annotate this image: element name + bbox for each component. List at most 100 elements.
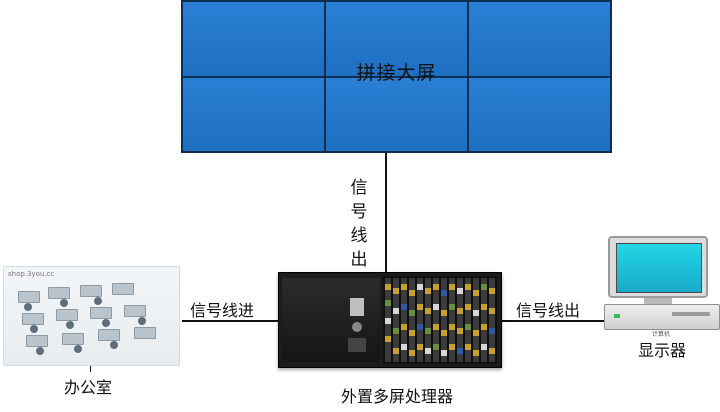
desk [62, 333, 84, 345]
desk [18, 291, 40, 303]
desk [48, 287, 70, 299]
port [401, 284, 407, 290]
port [441, 330, 447, 336]
port [409, 290, 415, 296]
port [385, 284, 391, 290]
io-card [393, 278, 399, 362]
chair [30, 325, 38, 333]
chair [24, 303, 32, 311]
io-card [433, 278, 439, 362]
desk [80, 285, 102, 297]
port [393, 308, 399, 314]
monitor-label: 显示器 [638, 341, 687, 360]
desk [124, 305, 146, 317]
chair [60, 299, 68, 307]
chair [138, 317, 146, 325]
io-card [401, 278, 407, 362]
port [441, 310, 447, 316]
port [465, 344, 471, 350]
port [409, 330, 415, 336]
port [409, 350, 415, 356]
computer-base [604, 304, 720, 330]
io-card [457, 278, 463, 362]
office-image [3, 266, 180, 366]
processor-fan [352, 322, 362, 332]
processor-vent [348, 338, 366, 352]
io-card [465, 278, 471, 362]
port [457, 308, 463, 314]
port [409, 310, 415, 316]
io-card [449, 278, 455, 362]
port [481, 344, 487, 350]
processor-power-module [350, 298, 364, 316]
chair [110, 341, 118, 349]
signal-line-out [500, 320, 604, 322]
desk [56, 309, 78, 321]
port [481, 324, 487, 330]
drive-slot [672, 312, 710, 316]
monitor-caption: 计算机 [652, 331, 671, 338]
port [457, 288, 463, 294]
port [433, 344, 439, 350]
io-card [409, 278, 415, 362]
video-wall-panel [325, 1, 468, 77]
port [481, 304, 487, 310]
port [425, 348, 431, 354]
port [473, 350, 479, 356]
port [473, 290, 479, 296]
desk [90, 307, 112, 319]
port [401, 324, 407, 330]
io-card [473, 278, 479, 362]
port [481, 284, 487, 290]
office-watermark: shop.3you.cc [8, 270, 55, 278]
port [449, 324, 455, 330]
chair [36, 347, 44, 355]
port [473, 330, 479, 336]
signal-line-in [182, 320, 278, 322]
port [489, 348, 495, 354]
signal-out-vertical-label: 信号线出 [350, 178, 368, 270]
port [393, 348, 399, 354]
port [489, 288, 495, 294]
port [449, 344, 455, 350]
monitor-neck [644, 298, 672, 304]
office-label: 办公室 [64, 378, 113, 397]
port [385, 318, 391, 324]
port [489, 308, 495, 314]
io-card [489, 278, 495, 362]
port [465, 304, 471, 310]
desk [134, 327, 156, 339]
io-card [481, 278, 487, 362]
chair [74, 345, 82, 353]
processor-label: 外置多屏处理器 [341, 387, 454, 406]
signal-line-vertical [385, 153, 387, 273]
port [441, 290, 447, 296]
port [393, 328, 399, 334]
port [457, 348, 463, 354]
port [417, 284, 423, 290]
port [433, 324, 439, 330]
port [433, 284, 439, 290]
port [425, 328, 431, 334]
port [401, 344, 407, 350]
io-card [417, 278, 423, 362]
video-wall-panel [325, 76, 468, 152]
desk [26, 335, 48, 347]
port [449, 304, 455, 310]
video-wall-panel [182, 1, 325, 77]
port [489, 328, 495, 334]
video-wall [181, 0, 612, 153]
chair [102, 319, 110, 327]
desk [98, 329, 120, 341]
signal-out-label: 信号线出 [516, 301, 581, 320]
port [473, 310, 479, 316]
processor-card-slots [383, 276, 497, 364]
office-tick [90, 366, 91, 372]
port [457, 328, 463, 334]
power-led [614, 314, 620, 318]
video-wall-panel [182, 76, 325, 152]
port [417, 344, 423, 350]
port [385, 300, 391, 306]
port [417, 324, 423, 330]
chair [66, 321, 74, 329]
